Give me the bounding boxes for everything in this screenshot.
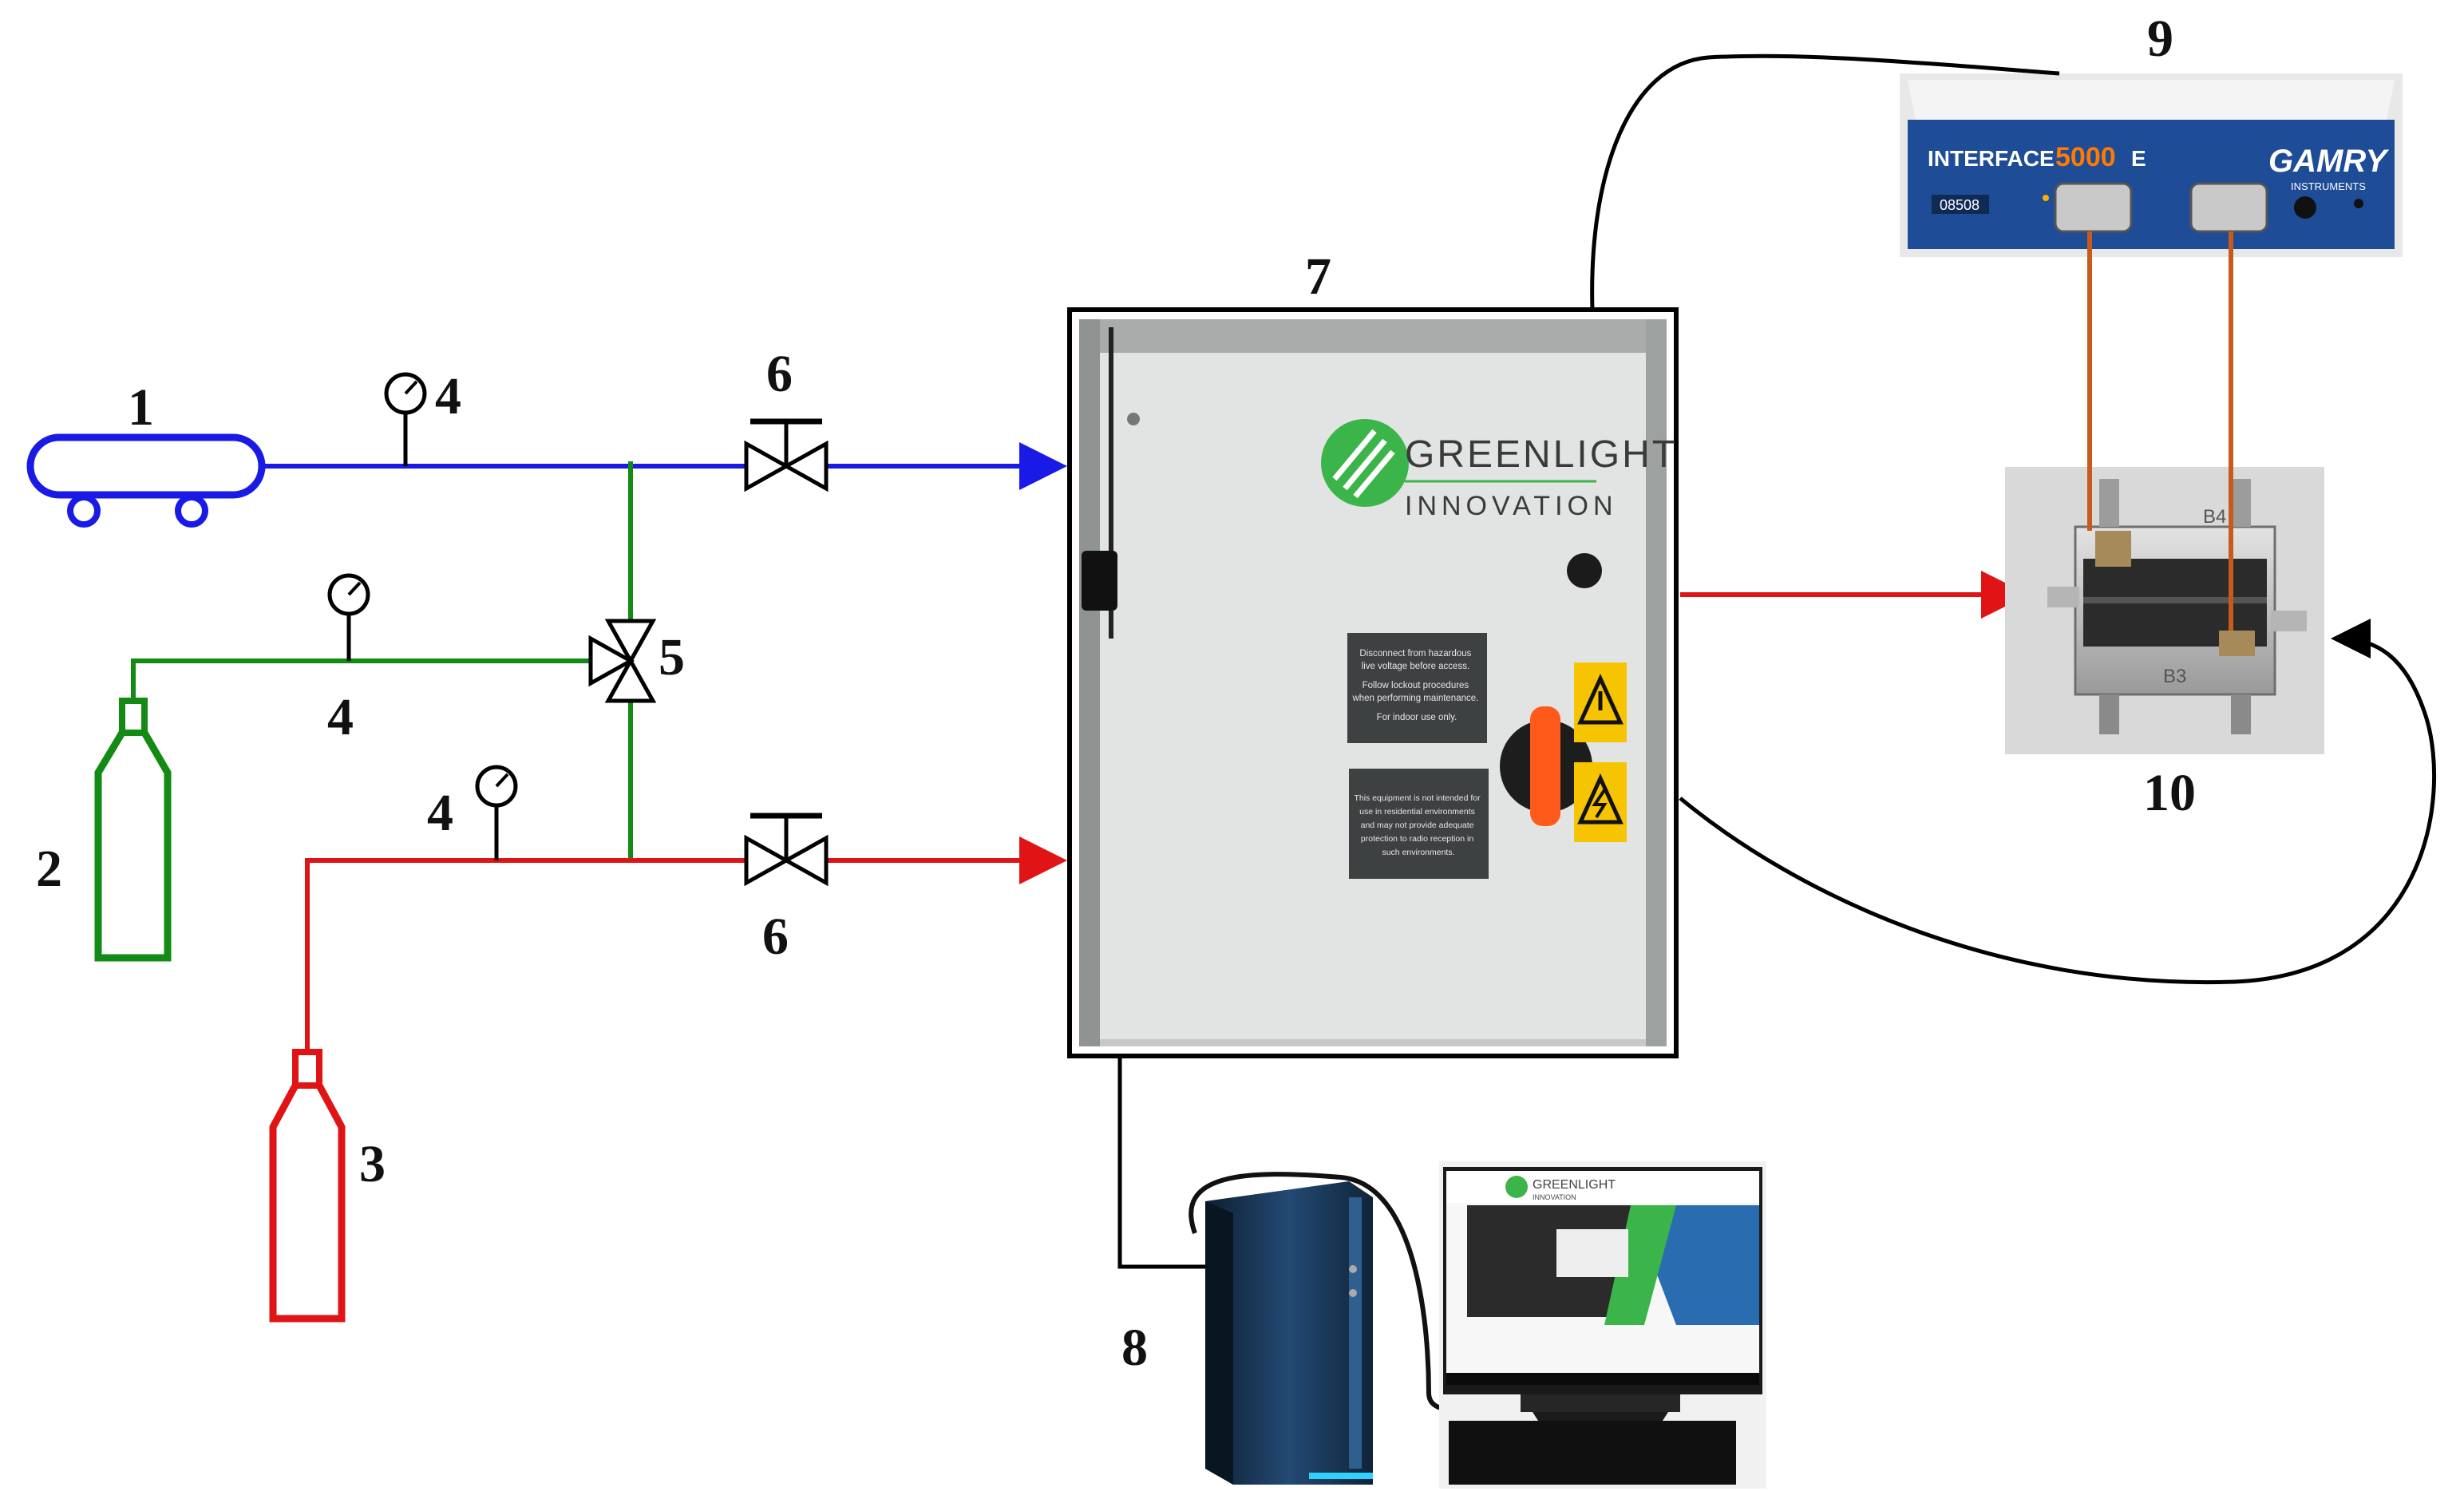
label-6-hydrogen: 6	[762, 908, 789, 966]
label-4-air: 4	[435, 367, 461, 425]
component-labels: 1 2 3 4 4 4 5 6 6 7 8 9 10	[36, 10, 2196, 1377]
station-to-pc-cable	[1117, 1056, 1229, 1269]
notice-plate-2-text: This equipment is not intended for use i…	[1354, 793, 1482, 857]
potentiostat-brand-sub: INSTRUMENTS	[2291, 180, 2366, 192]
greenlight-logo: GREENLIGHT INNOVATION	[1321, 419, 1678, 521]
warning-label-1	[1574, 662, 1627, 742]
hydrogen-supply-line	[305, 836, 1067, 1052]
pressure-gauge-nitrogen	[327, 573, 370, 661]
monitor-logo-top: GREENLIGHT	[1533, 1178, 1616, 1192]
label-1: 1	[128, 378, 154, 437]
nitrogen-supply-line	[131, 461, 633, 860]
electrode-leads	[2087, 231, 2233, 631]
station-to-potentiostat-cable	[1590, 53, 2060, 310]
label-6-air: 6	[766, 345, 793, 403]
potentiostat: INTERFACE 5000 E 08508 GAMRY INSTRUMENTS	[1900, 73, 2403, 257]
station-logo-bottom: INNOVATION	[1405, 491, 1618, 521]
notice-plate-2	[1349, 769, 1489, 879]
potentiostat-model-suffix: E	[2131, 146, 2146, 171]
cell-mark-bottom: B3	[2163, 666, 2186, 687]
monitor-logo-bottom: INNOVATION	[1533, 1193, 1576, 1201]
shutoff-valve-hydrogen	[744, 813, 829, 887]
label-2: 2	[36, 840, 62, 898]
air-to-cell-line	[1679, 619, 2437, 985]
notice-plate-1	[1347, 633, 1487, 743]
label-9: 9	[2147, 10, 2173, 68]
shutoff-valve-air	[744, 418, 829, 492]
label-4-hydrogen: 4	[427, 784, 453, 842]
potentiostat-brand: GAMRY	[2268, 144, 2389, 179]
potentiostat-model-number: 5000	[2055, 142, 2116, 172]
potentiostat-serial: 08508	[1940, 197, 1980, 213]
fuel-cell-test-station: GREENLIGHT INNOVATION Disconnect from ha…	[1067, 307, 1679, 1058]
pressure-gauge-air	[384, 372, 427, 466]
nitrogen-cylinder-symbol	[94, 698, 172, 962]
label-4-nitrogen: 4	[327, 688, 354, 746]
fuel-cell-hardware: B4 B3	[2005, 467, 2324, 754]
pc-tower	[1205, 1181, 1373, 1485]
label-5: 5	[659, 628, 685, 686]
warning-label-2	[1574, 762, 1627, 842]
three-way-valve	[588, 619, 657, 703]
hydrogen-cylinder-symbol	[269, 1049, 346, 1323]
label-7: 7	[1305, 247, 1331, 306]
cell-mark-top: B4	[2203, 506, 2226, 528]
main-power-switch	[1500, 706, 1592, 826]
air-compressor-symbol	[26, 433, 266, 528]
pressure-gauge-hydrogen	[475, 765, 518, 860]
potentiostat-model-prefix: INTERFACE	[1928, 146, 2055, 171]
label-3: 3	[359, 1135, 386, 1193]
label-10: 10	[2143, 764, 2196, 822]
label-8: 8	[1121, 1319, 1148, 1377]
station-logo-top: GREENLIGHT	[1405, 433, 1678, 476]
notice-plate-1-text: Disconnect from hazardous live voltage b…	[1351, 649, 1481, 722]
pc-monitor: GREENLIGHT INNOVATION	[1439, 1161, 1766, 1489]
